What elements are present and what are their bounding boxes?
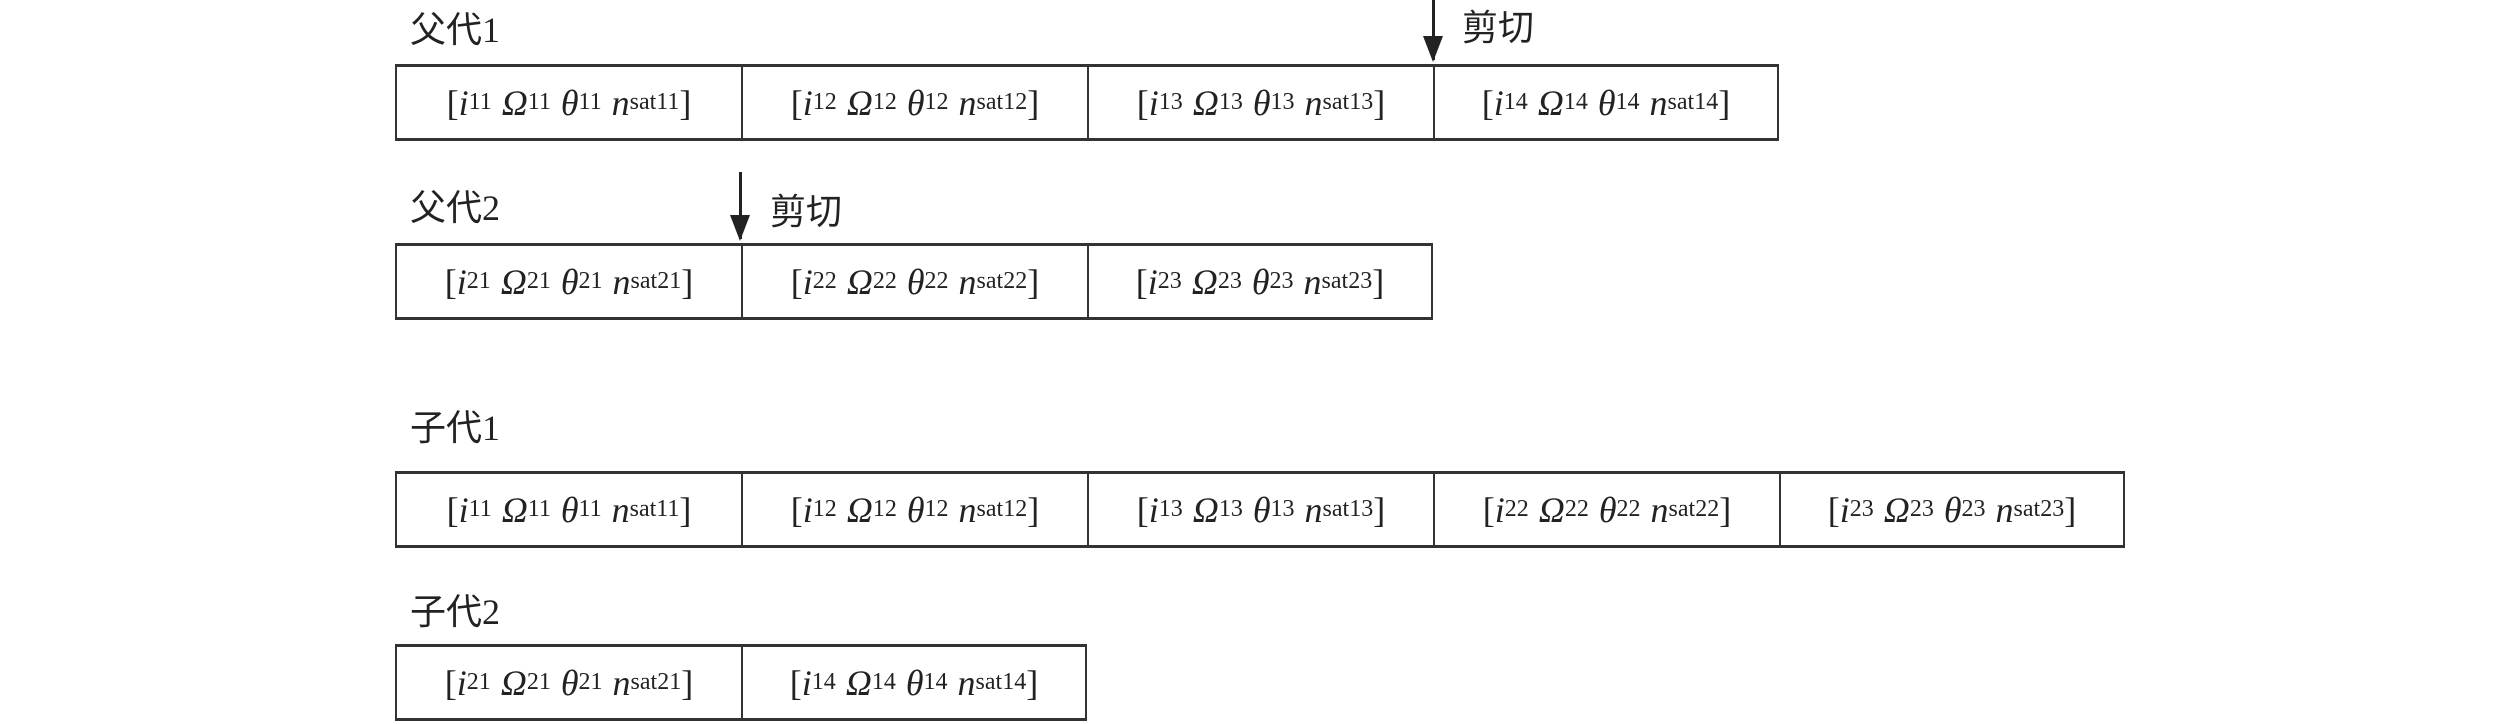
- cut-arrow-parent1: [1423, 0, 1443, 62]
- child1-label: 子代1: [410, 408, 501, 448]
- cut-label-parent1: 剪切: [1462, 8, 1535, 48]
- cut-arrow-parent2: [730, 172, 750, 241]
- parent2-label: 父代2: [410, 188, 501, 228]
- child2-label: 子代2: [410, 592, 501, 632]
- parent1-label: 父代1: [410, 10, 501, 50]
- cut-label-parent2: 剪切: [770, 192, 843, 232]
